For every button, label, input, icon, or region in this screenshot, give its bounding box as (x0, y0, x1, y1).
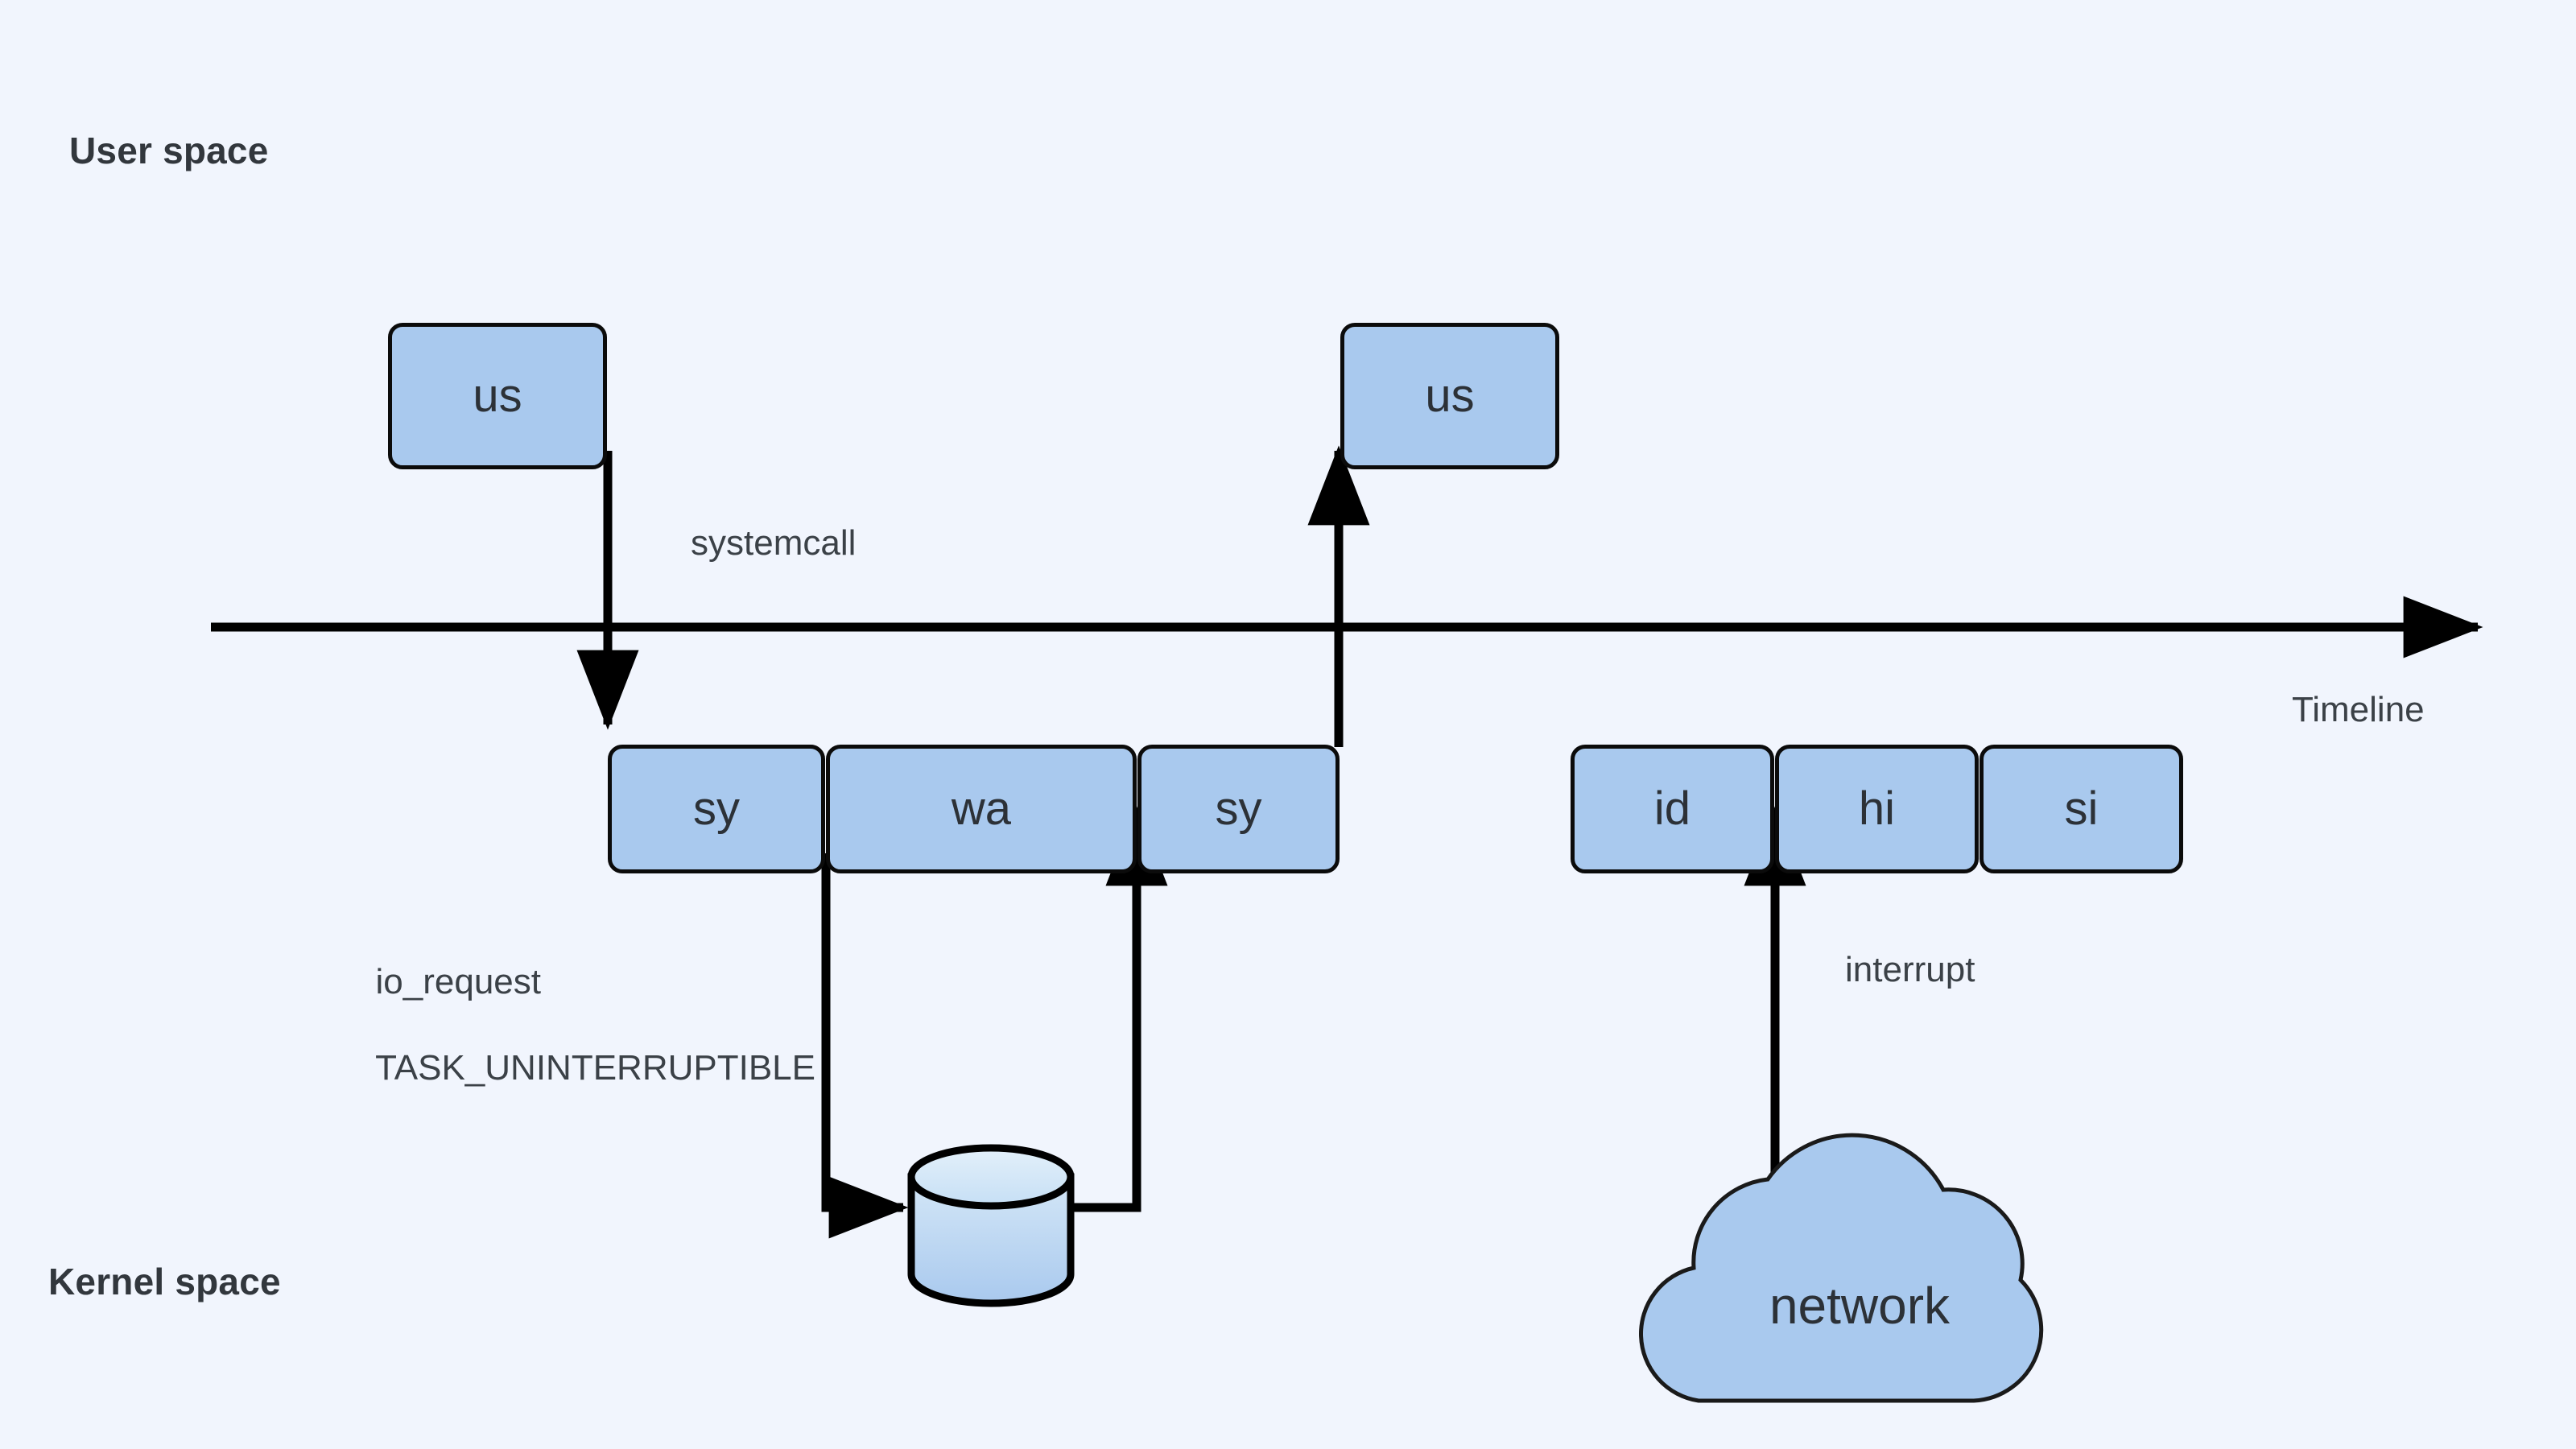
timeline-label: Timeline (2292, 690, 2425, 729)
node-us-right[interactable]: us (1340, 323, 1559, 469)
edge-io-complete (1071, 806, 1168, 1212)
kernel-space-label: Kernel space (48, 1261, 281, 1302)
user-space-label: User space (69, 130, 269, 171)
disk-icon (907, 1144, 1075, 1307)
node-us-left[interactable]: us (388, 323, 607, 469)
node-sy-1[interactable]: sy (608, 745, 825, 873)
edge-io-request (821, 853, 909, 1239)
node-hi[interactable]: hi (1775, 745, 1979, 873)
node-id[interactable]: id (1571, 745, 1774, 873)
network-cloud-label: network (1769, 1277, 1951, 1335)
network-cloud-icon (1639, 1133, 2044, 1403)
edge-label-task-uninterruptible: TASK_UNINTERRUPTIBLE (375, 1048, 815, 1088)
edge-label-interrupt: interrupt (1845, 950, 1975, 989)
node-wa[interactable]: wa (826, 745, 1137, 873)
edge-label-io-request: io_request (375, 962, 541, 1001)
node-si[interactable]: si (1979, 745, 2183, 873)
edge-label-systemcall: systemcall (691, 523, 857, 563)
node-sy-2[interactable]: sy (1137, 745, 1340, 873)
